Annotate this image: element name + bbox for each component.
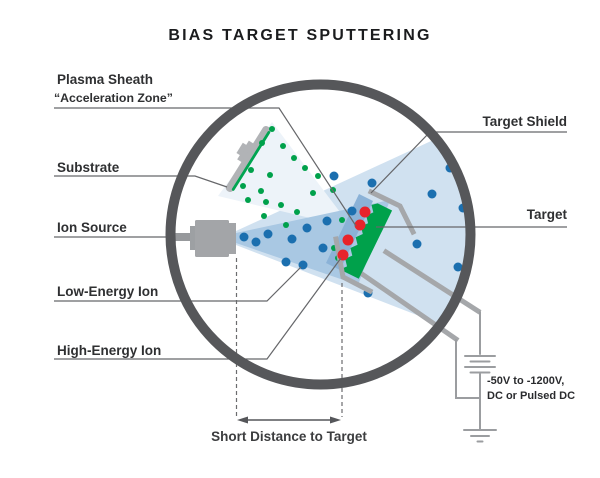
sputtered-atom-dot bbox=[280, 143, 286, 149]
low-energy-ion-dot bbox=[239, 232, 249, 242]
bias-voltage-line2: DC or Pulsed DC bbox=[487, 390, 575, 402]
low-energy-ion-dot bbox=[322, 216, 332, 226]
short-distance-label: Short Distance to Target bbox=[211, 429, 367, 444]
sputtered-atom-dot bbox=[261, 213, 267, 219]
ion-source-label: Ion Source bbox=[57, 220, 127, 235]
sputtered-atom-dot bbox=[240, 183, 246, 189]
ion-source-body bbox=[195, 220, 229, 257]
high-energy-ion-dot bbox=[359, 206, 371, 218]
sputtered-atom-dot bbox=[339, 217, 345, 223]
substrate-holder-step bbox=[237, 140, 254, 163]
low-energy-ion-dot bbox=[281, 257, 291, 267]
plasma-sheath-leader-line bbox=[54, 107, 357, 227]
sputtered-atom-dot bbox=[302, 165, 308, 171]
wire-shield-to-ground bbox=[455, 339, 480, 399]
ion-source-device bbox=[168, 220, 236, 257]
sputtered-atom-dot bbox=[291, 155, 297, 161]
sputtered-atoms-group bbox=[240, 126, 354, 261]
low-energy-ion-dot bbox=[302, 223, 312, 233]
ion-source-stem bbox=[168, 233, 194, 241]
high-energy-ion-label: High-Energy Ion bbox=[57, 343, 161, 358]
low-energy-ion-dot bbox=[347, 206, 357, 216]
plasma-sheath-label: Plasma Sheath bbox=[57, 72, 153, 87]
distance-dimension bbox=[237, 416, 341, 424]
low-energy-ion-dot bbox=[287, 234, 297, 244]
low-energy-ion-dot bbox=[427, 189, 437, 199]
substrate-label: Substrate bbox=[57, 160, 120, 175]
sputtered-atom-dot bbox=[278, 202, 284, 208]
sputtered-atom-dot bbox=[294, 209, 300, 215]
sputtered-atom-dot bbox=[259, 140, 265, 146]
vacuum-chamber-wall bbox=[165, 79, 476, 390]
sputtered-atom-dot bbox=[263, 199, 269, 205]
acceleration-zone-label: “Acceleration Zone” bbox=[54, 91, 173, 105]
high-energy-ion-dot bbox=[337, 249, 349, 261]
bias-voltage-line1: -50V to -1200V, bbox=[487, 375, 564, 387]
target-shield-upper-bracket bbox=[367, 188, 417, 236]
diagram-title: BIAS TARGET SPUTTERING bbox=[168, 27, 431, 44]
arrowhead-left bbox=[237, 416, 248, 424]
sputtered-atom-dot bbox=[315, 173, 321, 179]
sputtered-atom-dot bbox=[283, 222, 289, 228]
battery-symbol bbox=[464, 355, 496, 374]
target-shield-lower-bracket bbox=[333, 236, 374, 295]
low-energy-ion-dot bbox=[263, 229, 273, 239]
high-energy-ion-dot bbox=[354, 219, 366, 231]
sputtered-atom-dot bbox=[269, 126, 275, 132]
target-assembly bbox=[333, 188, 417, 295]
low-energy-ion-dot bbox=[412, 239, 422, 249]
sputtered-atom-dot bbox=[267, 172, 273, 178]
target-shield-label: Target Shield bbox=[482, 114, 567, 129]
sputter-target bbox=[339, 203, 393, 279]
high-energy-ions-group bbox=[337, 206, 371, 261]
substrate-leader-line bbox=[54, 175, 228, 188]
ion-source-nozzle bbox=[227, 223, 236, 254]
low-energy-ion-dot bbox=[251, 237, 261, 247]
arrowhead-right bbox=[330, 416, 341, 424]
sputtered-atom-dot bbox=[248, 167, 254, 173]
low-energy-ion-dot bbox=[453, 262, 463, 272]
target-label: Target bbox=[527, 207, 568, 222]
target-holder-rail-upper bbox=[382, 248, 482, 315]
low-energy-ion-dot bbox=[367, 178, 377, 188]
low-energy-ion-label: Low-Energy Ion bbox=[57, 284, 158, 299]
low-energy-ion-leader-line bbox=[54, 266, 302, 302]
sputtered-atom-dot bbox=[245, 197, 251, 203]
substrate-coating bbox=[231, 131, 271, 191]
ground-symbol bbox=[463, 429, 497, 443]
sputtered-atom-dot bbox=[310, 190, 316, 196]
sputtered-flux-fan bbox=[218, 122, 352, 228]
high-energy-ion-leader-line bbox=[54, 257, 342, 360]
low-energy-ion-dot bbox=[318, 243, 328, 253]
bias-circuit bbox=[455, 311, 497, 443]
ion-source-back-flange bbox=[190, 226, 197, 250]
sputtered-atom-dot bbox=[258, 188, 264, 194]
low-energy-ion-dot bbox=[329, 171, 339, 181]
substrate-holder-step2 bbox=[236, 142, 248, 156]
high-energy-ion-dot bbox=[342, 234, 354, 246]
